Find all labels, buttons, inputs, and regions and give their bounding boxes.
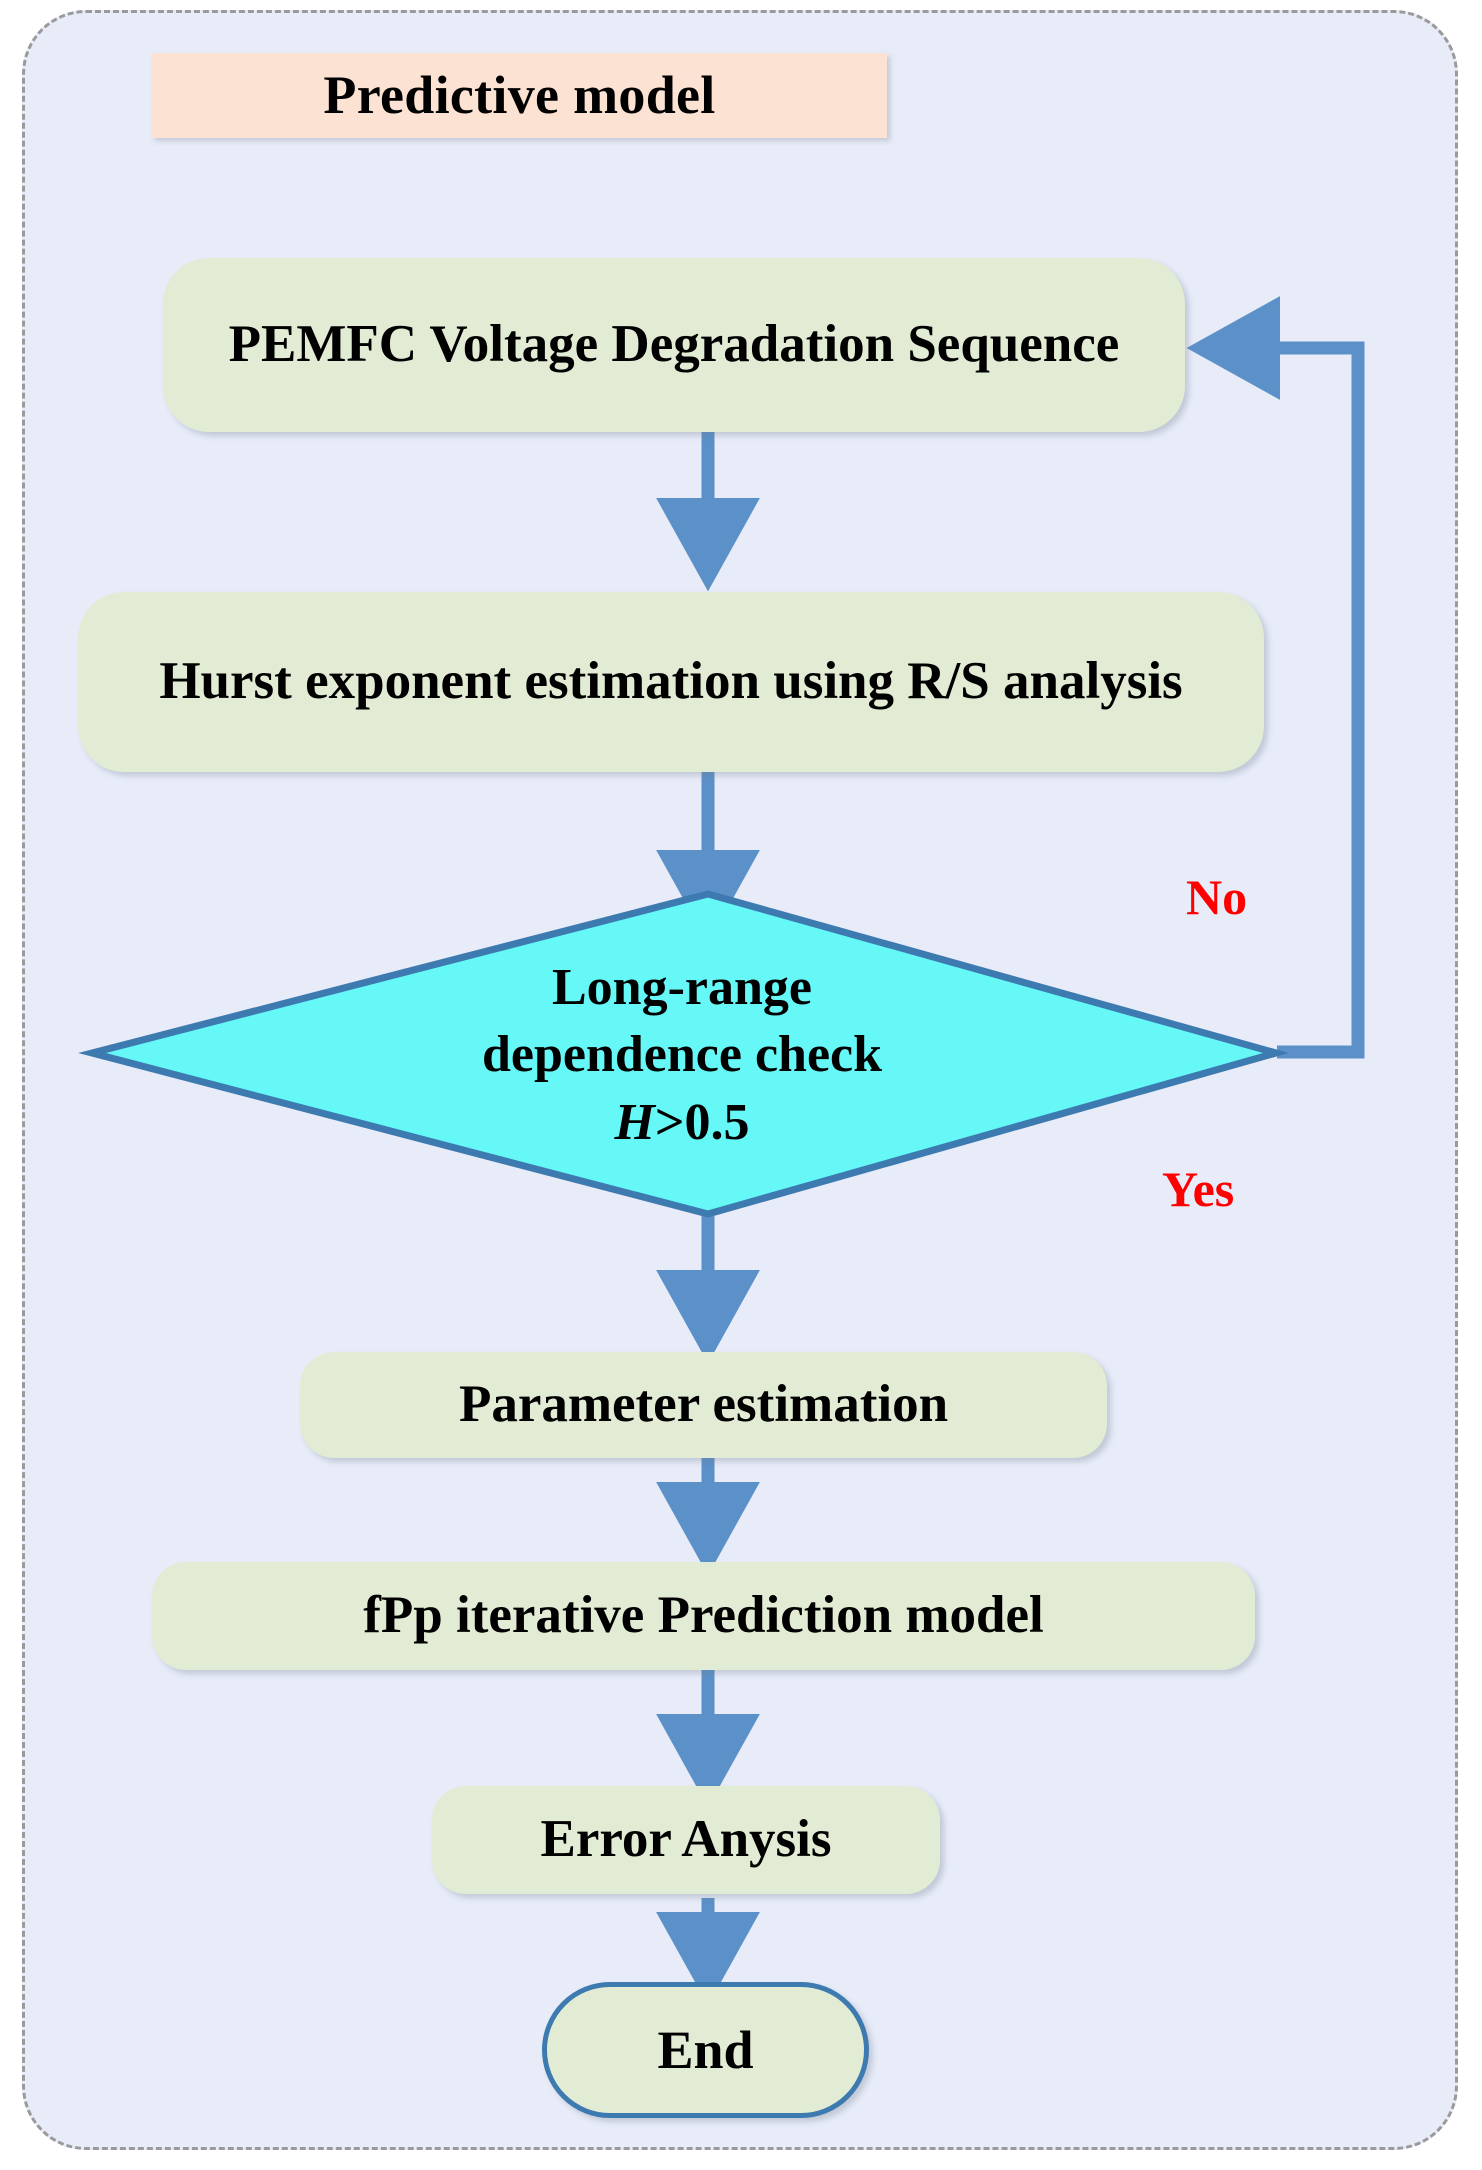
decision-diamond-shape [78, 890, 1289, 1218]
branch-label-no-text: No [1186, 869, 1248, 925]
node-pemfc-input-label: PEMFC Voltage Degradation Sequence [228, 315, 1120, 374]
node-fpp-prediction-model-label: fPp iterative Prediction model [363, 1586, 1044, 1645]
branch-label-no: No [1186, 868, 1247, 926]
node-parameter-estimation[interactable]: Parameter estimation [300, 1352, 1107, 1458]
node-title-label: Predictive model [323, 65, 716, 126]
branch-label-yes-text: Yes [1162, 1161, 1235, 1217]
node-pemfc-input[interactable]: PEMFC Voltage Degradation Sequence [163, 258, 1185, 432]
node-hurst-estimation-label: Hurst exponent estimation using R/S anal… [159, 652, 1183, 711]
node-fpp-prediction-model[interactable]: fPp iterative Prediction model [152, 1562, 1255, 1670]
node-hurst-estimation[interactable]: Hurst exponent estimation using R/S anal… [78, 592, 1264, 772]
node-decision-long-range[interactable]: Long-range dependence check H>0.5 [78, 890, 1289, 1220]
node-error-analysis[interactable]: Error Anysis [432, 1786, 940, 1894]
node-end-terminator[interactable]: End [542, 1982, 869, 2118]
node-end-terminator-label: End [657, 2019, 754, 2080]
node-title-predictive-model: Predictive model [152, 53, 887, 138]
node-parameter-estimation-label: Parameter estimation [458, 1375, 949, 1434]
branch-label-yes: Yes [1162, 1160, 1234, 1218]
node-error-analysis-label: Error Anysis [540, 1810, 832, 1869]
